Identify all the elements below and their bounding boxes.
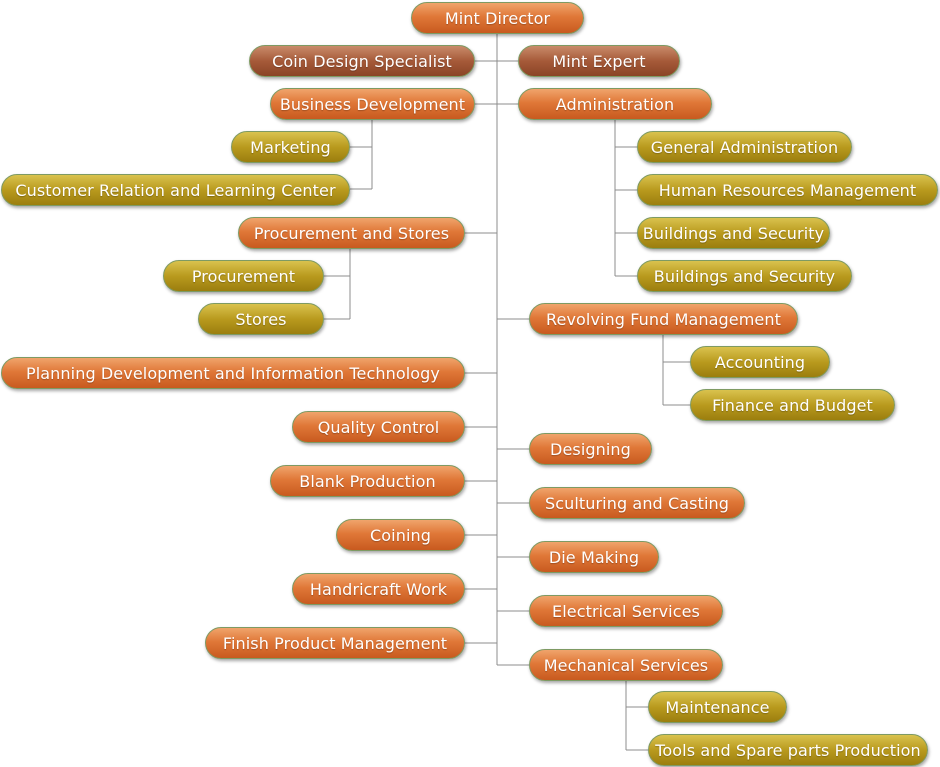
node-customer-relation: Customer Relation and Learning Center [1, 174, 350, 206]
node-marketing: Marketing [231, 131, 350, 163]
node-accounting: Accounting [690, 346, 830, 378]
node-blank-production: Blank Production [270, 465, 465, 497]
node-finish-product: Finish Product Management [205, 627, 465, 659]
node-planning-it: Planning Development and Information Tec… [1, 357, 465, 389]
node-mint-expert: Mint Expert [518, 45, 680, 77]
node-quality-control: Quality Control [292, 411, 465, 443]
node-procurement: Procurement [163, 260, 324, 292]
node-tools-spare-parts: Tools and Spare parts Production [648, 734, 928, 766]
node-general-administration: General Administration [637, 131, 852, 163]
node-die-making: Die Making [529, 541, 659, 573]
node-revolving-fund: Revolving Fund Management [529, 303, 798, 335]
node-coin-design-specialist: Coin Design Specialist [249, 45, 475, 77]
node-business-development: Business Development [270, 88, 475, 120]
node-stores: Stores [198, 303, 324, 335]
node-sculpturing-casting: Sculturing and Casting [529, 487, 745, 519]
node-finance-budget: Finance and Budget [690, 389, 895, 421]
node-procurement-and-stores: Procurement and Stores [238, 217, 465, 249]
node-electrical-services: Electrical Services [529, 595, 723, 627]
node-mint-director: Mint Director [411, 2, 584, 34]
node-mechanical-services: Mechanical Services [529, 649, 723, 681]
node-coining: Coining [336, 519, 465, 551]
node-maintenance: Maintenance [648, 691, 787, 723]
node-designing: Designing [529, 433, 652, 465]
node-human-resources: Human Resources Management [637, 174, 938, 206]
node-handicraft-work: Handricraft Work [292, 573, 465, 605]
node-buildings-security-2: Buildings and Security [637, 260, 852, 292]
node-administration: Administration [518, 88, 712, 120]
node-buildings-security-1: Buildings and Security [637, 217, 830, 249]
